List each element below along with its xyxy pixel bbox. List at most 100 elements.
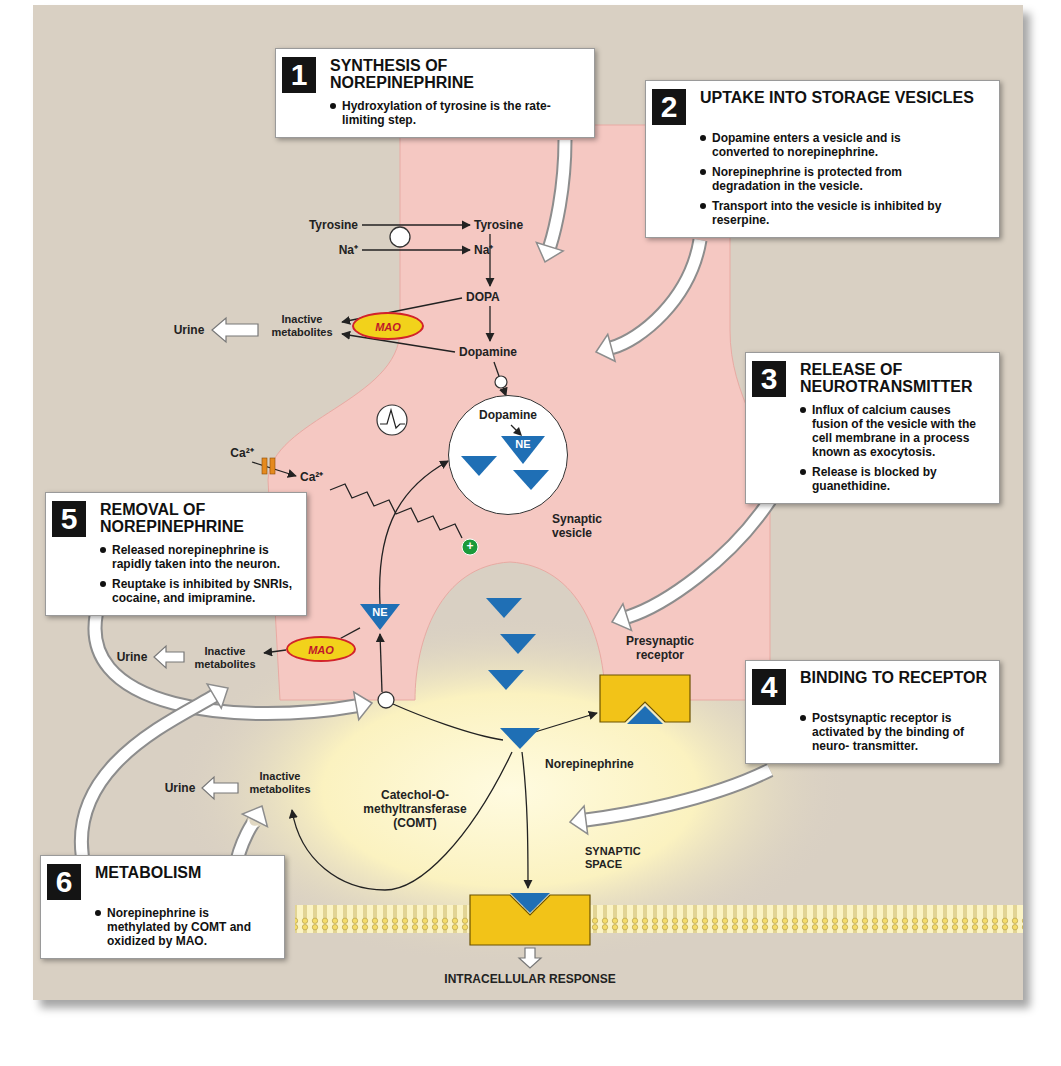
callout-pointers — [81, 140, 770, 870]
callout-heading: RELEASE OF NEUROTRANSMITTER — [800, 361, 989, 397]
pointer-body — [95, 600, 356, 714]
callout-heading: UPTAKE INTO STORAGE VESICLES — [700, 89, 989, 125]
callout-box: 1SYNTHESIS OF NOREPINEPHRINEHydroxylatio… — [275, 48, 595, 138]
pointer-head — [207, 684, 228, 708]
pointer-body — [627, 500, 770, 617]
diagram-label: Catechol-O- methyltransferase (COMT) — [350, 788, 480, 830]
callout-heading: METABOLISM — [95, 864, 274, 900]
illustration-part — [264, 650, 286, 653]
callout-number: 5 — [52, 501, 86, 537]
diagram-label: DOPA — [466, 290, 516, 304]
callout-number: 6 — [47, 864, 81, 900]
callout-number: 2 — [652, 89, 686, 125]
pointer-head — [612, 604, 632, 631]
vesicle-transporter — [495, 376, 507, 388]
diagram-label: Na⁺ — [474, 243, 514, 257]
calcium-channel — [270, 458, 275, 474]
diagram-label: Ca²⁺ — [300, 470, 340, 484]
postsynaptic-membrane — [295, 905, 1023, 933]
molecule-label: NE — [360, 604, 400, 619]
pointer-outline — [586, 770, 770, 820]
bullet-dot — [800, 715, 806, 721]
vesicle-content-label: Dopamine — [449, 408, 567, 422]
bullet-row: Norepinephrine is methylated by COMT and… — [95, 906, 274, 948]
illustration-part — [488, 670, 524, 690]
bullet-row: Influx of calcium causes fusion of the v… — [800, 403, 987, 459]
diagram-label: Presynaptic receptor — [615, 634, 705, 662]
pointer-outline — [627, 500, 770, 617]
diagram-label: Inactive metabolites — [240, 770, 320, 796]
callout-heading: BINDING TO RECEPTOR — [800, 669, 989, 705]
reuptake-transporter — [378, 692, 394, 708]
pointer-outline — [81, 696, 214, 870]
bullet-row: Norepinephrine is protected from degrada… — [700, 165, 942, 193]
illustration-part — [362, 249, 470, 250]
bullet-row: Dopamine enters a vesicle and is convert… — [700, 131, 942, 159]
diagram-label: Na⁺ — [300, 243, 358, 257]
diagram-label: Dopamine — [459, 345, 539, 359]
ne-molecule: NE — [501, 436, 545, 464]
bullet-text: Reuptake is inhibited by SNRIs, cocaine,… — [112, 577, 296, 605]
tyrosine-transporter — [390, 227, 410, 247]
illustration-part — [486, 598, 522, 618]
diagram-label: Synaptic vesicle — [552, 512, 622, 540]
diagram-label: Tyrosine — [300, 218, 358, 232]
bullet-dot — [95, 910, 101, 916]
diagram-label: Ca²⁺ — [222, 446, 262, 460]
pointer-body — [586, 770, 770, 820]
illustration-part — [535, 713, 597, 732]
ne-triangle-shape — [360, 604, 400, 630]
stored-norepinephrine — [513, 470, 549, 490]
bound-ne — [627, 706, 663, 724]
diagram-label: + — [462, 539, 478, 553]
bullet-dot — [800, 407, 806, 413]
bullet-text: Hydroxylation of tyrosine is the rate-li… — [342, 99, 582, 127]
mao-enzyme: MAO — [286, 636, 356, 662]
bullet-row: Postsynaptic receptor is activated by th… — [800, 711, 977, 753]
pointer-head — [536, 243, 563, 262]
illustration-part — [212, 318, 258, 342]
pointer-head — [354, 692, 372, 720]
bullet-text: Norepinephrine is protected from degrada… — [712, 165, 942, 193]
bound-ne — [510, 893, 550, 913]
bullet-row: Reuptake is inhibited by SNRIs, cocaine,… — [100, 577, 296, 605]
illustration-part — [494, 362, 506, 396]
illustration-part — [380, 634, 382, 692]
illustration-part — [393, 704, 503, 740]
diagram-label: Urine — [168, 323, 210, 337]
callout-number: 4 — [752, 669, 786, 705]
calcium-channel — [262, 458, 267, 474]
bullet-dot — [100, 547, 106, 553]
bullet-row: Release is blocked by guanethidine. — [800, 465, 987, 493]
stored-norepinephrine — [461, 456, 497, 476]
diagram-label: Inactive metabolites — [185, 645, 265, 671]
pathway-connector — [341, 628, 360, 638]
diagram-label: Urine — [158, 781, 202, 795]
illustration-part — [292, 752, 512, 890]
stimulation-sign — [462, 539, 478, 555]
callout-heading: REMOVAL OF NOREPINEPHRINE — [100, 501, 296, 537]
callout-heading: SYNTHESIS OF NOREPINEPHRINE — [330, 57, 584, 93]
pointer-body — [611, 240, 700, 348]
illustration-part — [500, 634, 536, 654]
illustration-part — [519, 948, 541, 968]
callout-box: 6 METABOLISM Norepinephrine is methylated … — [40, 855, 285, 959]
action-potential-icon — [377, 405, 407, 435]
illustration-part — [500, 728, 540, 749]
bullet-dot — [700, 169, 706, 175]
ne-triangle-shape — [501, 436, 545, 464]
callout-box: 2 UPTAKE INTO STORAGE VESICLES Dopamine en… — [645, 80, 1000, 238]
bullet-text: Released norepinephrine is rapidly taken… — [112, 543, 296, 571]
bullet-text: Norepinephrine is methylated by COMT and… — [107, 906, 274, 948]
pointer-body — [81, 696, 214, 870]
illustration-part — [154, 646, 184, 668]
diagram-label: Inactive metabolites — [262, 313, 342, 339]
pointer-outline — [550, 140, 565, 247]
diagram-label: SYNAPTIC SPACE — [585, 845, 675, 871]
illustration-part — [362, 224, 470, 225]
callout-box: 5 REMOVAL OF NOREPINEPHRINE Released norep… — [45, 492, 307, 616]
pointer-outline — [95, 600, 356, 714]
bullet-text: Postsynaptic receptor is activated by th… — [812, 711, 977, 753]
callout-box: 3RELEASE OF NEUROTRANSMITTERInflux of ca… — [745, 352, 1000, 504]
bullet-dot — [700, 135, 706, 141]
